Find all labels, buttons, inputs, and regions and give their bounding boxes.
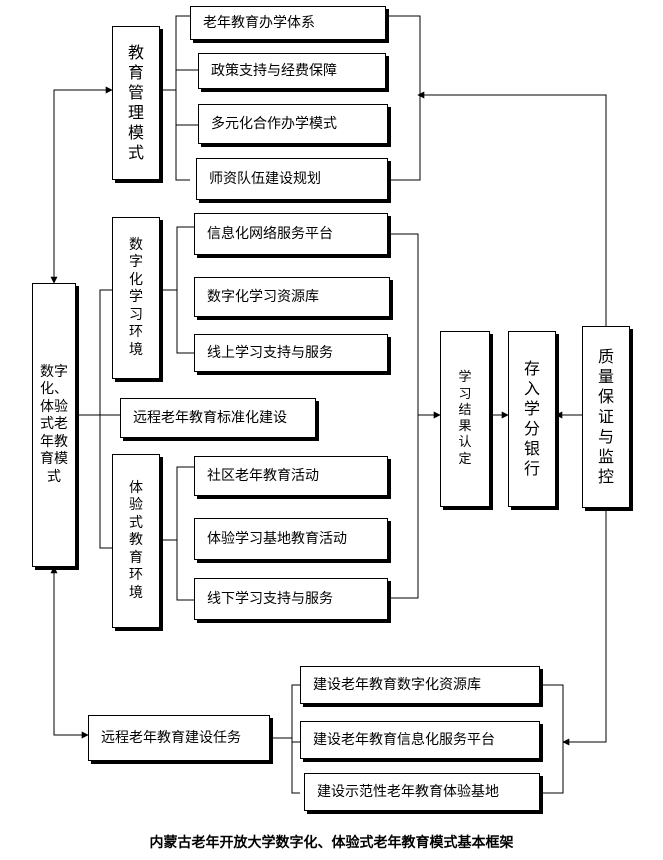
management-item-1-label: 老年教育办学体系 (203, 14, 315, 31)
bank-box: 存入学分银行 (508, 331, 556, 507)
digital-item-1: 信息化网络服务平台 (194, 213, 388, 255)
experience-item-3: 线下学习支持与服务 (194, 578, 388, 620)
root-label: 数字化、体验式老年教育模式 (40, 363, 68, 485)
digital-item-2-label: 数字化学习资源库 (207, 288, 319, 305)
digital-bracket (176, 226, 194, 354)
remote-task-item-2: 建设老年教育信息化服务平台 (300, 721, 540, 759)
digital-item-1-label: 信息化网络服务平台 (207, 225, 333, 242)
experience-item-3-label: 线下学习支持与服务 (207, 590, 333, 607)
experience-item-1: 社区老年教育活动 (194, 456, 388, 496)
digital-item-2: 数字化学习资源库 (194, 277, 390, 317)
root-arrow-up (50, 86, 113, 284)
management-bracket (175, 15, 190, 181)
remote-standard-label: 远程老年教育标准化建设 (133, 409, 287, 426)
management-label: 教育管理模式 (127, 43, 144, 162)
arrow-quality-to-management (417, 91, 607, 326)
quality-box: 质量保证与监控 (582, 326, 630, 508)
management-item-2-label: 政策支持与经费保障 (211, 62, 337, 79)
remote-task-item-1: 建设老年教育数字化资源库 (300, 666, 540, 704)
remote-task-item-2-label: 建设老年教育信息化服务平台 (313, 731, 495, 748)
experience-bracket (176, 466, 194, 601)
experience-item-2-label: 体验学习基地教育活动 (207, 530, 347, 547)
experience-item-2: 体验学习基地教育活动 (194, 518, 388, 560)
remote-task-item-3-label: 建设示范性老年教育体验基地 (317, 783, 499, 800)
root-box: 数字化、体验式老年教育模式 (32, 283, 76, 567)
experience-env-label: 体验式教育环境 (129, 479, 143, 601)
digital-item-3: 线上学习支持与服务 (194, 334, 388, 372)
result-box: 学习结果认定 (440, 331, 490, 507)
experience-right-bracket (388, 415, 419, 599)
management-item-3-label: 多元化合作办学模式 (211, 115, 337, 132)
root-arrow-down (50, 566, 89, 739)
remote-task-label: 远程老年教育建设任务 (101, 729, 241, 746)
management-right-bracket (388, 15, 421, 181)
remote-task-item-1-label: 建设老年教育数字化资源库 (313, 676, 481, 693)
digital-env-label: 数字化学习环境 (129, 236, 143, 358)
management-item-1: 老年教育办学体系 (190, 6, 386, 40)
remote-task-right-bracket (540, 684, 564, 794)
management-box: 教育管理模式 (112, 26, 160, 180)
remote-standard-box: 远程老年教育标准化建设 (120, 398, 316, 438)
figure-caption: 内蒙古老年开放大学数字化、体验式老年教育模式基本框架 (149, 835, 514, 851)
remote-task-bracket (291, 684, 300, 794)
digital-item-3-label: 线上学习支持与服务 (207, 344, 333, 361)
root-bracket (99, 289, 112, 549)
digital-env-box: 数字化学习环境 (112, 217, 160, 379)
management-item-4-label: 师资队伍建设规划 (209, 170, 321, 187)
bank-label: 存入学分银行 (523, 359, 540, 478)
management-item-2: 政策支持与经费保障 (198, 53, 386, 89)
digital-right-bracket (388, 233, 419, 415)
remote-task-box: 远程老年教育建设任务 (88, 715, 270, 761)
management-item-4: 师资队伍建设规划 (196, 158, 388, 200)
experience-item-1-label: 社区老年教育活动 (207, 467, 319, 484)
management-item-3: 多元化合作办学模式 (198, 104, 388, 144)
remote-task-item-3: 建设示范性老年教育体验基地 (304, 773, 540, 811)
arrow-quality-to-remote (562, 508, 607, 746)
quality-label: 质量保证与监控 (597, 347, 614, 486)
experience-env-box: 体验式教育环境 (112, 454, 160, 628)
result-label: 学习结果认定 (458, 370, 472, 467)
